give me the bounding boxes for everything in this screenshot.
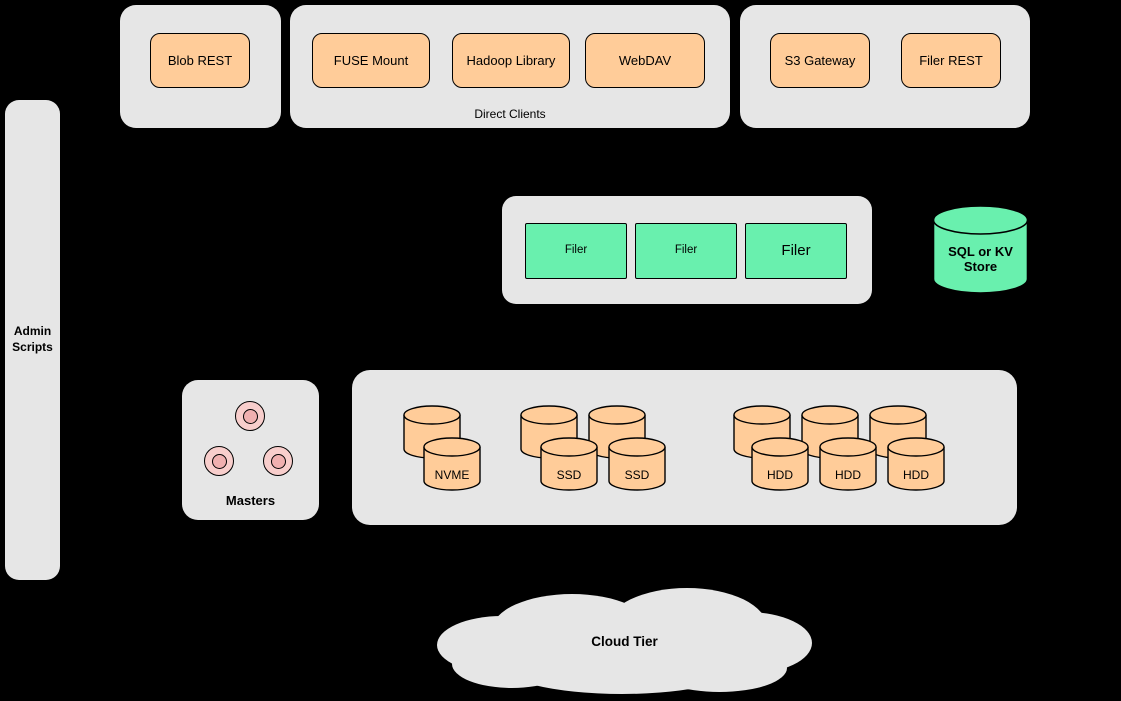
s3-gateway-node: S3 Gateway [770, 33, 870, 88]
cloud-lobe-icon [652, 644, 787, 692]
hdd-label: HDD [835, 468, 861, 482]
master-node-core-icon [270, 453, 286, 469]
master-node-core-icon [211, 453, 227, 469]
master-node-core-icon [242, 408, 258, 424]
fuse-mount-node: FUSE Mount [312, 33, 430, 88]
masters-panel: Masters [182, 380, 319, 520]
cloud-tier-shape: Cloud Tier [437, 588, 812, 696]
hdd-disk-cylinder-icon: HDD [819, 437, 877, 491]
blob-rest-node: Blob REST [150, 33, 250, 88]
nvme-disk-cylinder-icon: NVME [423, 437, 481, 491]
direct-clients-caption: Direct Clients [474, 107, 546, 121]
hdd-disk-cylinder-icon: HDD [751, 437, 809, 491]
sql-kv-store-cylinder: SQL or KV Store [932, 205, 1029, 295]
masters-label: Masters [225, 493, 276, 508]
filer-node: Filer [635, 223, 737, 279]
master-node-icon [204, 446, 234, 476]
filer-node: Filer [745, 223, 847, 279]
admin-scripts-label: Admin Scripts [12, 324, 53, 354]
admin-scripts-panel: Admin Scripts [5, 100, 60, 580]
sql-kv-store-label: SQL or KV Store [948, 244, 1013, 274]
nvme-label: NVME [434, 468, 470, 482]
filer-node: Filer [525, 223, 627, 279]
ssd-disk-cylinder-icon: SSD [608, 437, 666, 491]
filer-cluster-panel: Filer Filer Filer [502, 196, 872, 304]
cloud-tier-label: Cloud Tier [591, 634, 658, 649]
cloud-lobe-icon [452, 640, 572, 688]
hdd-disk-cylinder-icon: HDD [887, 437, 945, 491]
hadoop-library-node: Hadoop Library [452, 33, 570, 88]
master-node-icon [263, 446, 293, 476]
webdav-node: WebDAV [585, 33, 705, 88]
hdd-label: HDD [903, 468, 929, 482]
hdd-label: HDD [767, 468, 793, 482]
ssd-label: SSD [556, 468, 582, 482]
master-node-icon [235, 401, 265, 431]
client-group-gateway: S3 Gateway Filer REST [740, 5, 1030, 128]
ssd-label: SSD [624, 468, 650, 482]
client-group-blob: Blob REST [120, 5, 281, 128]
ssd-disk-cylinder-icon: SSD [540, 437, 598, 491]
disk-cylinder-icon [403, 405, 461, 459]
filer-rest-node: Filer REST [901, 33, 1001, 88]
volume-servers-panel: NVME SSD SSD [352, 370, 1017, 525]
database-cylinder-icon [932, 205, 1029, 294]
client-group-direct: FUSE Mount Hadoop Library WebDAV Direct … [290, 5, 730, 128]
